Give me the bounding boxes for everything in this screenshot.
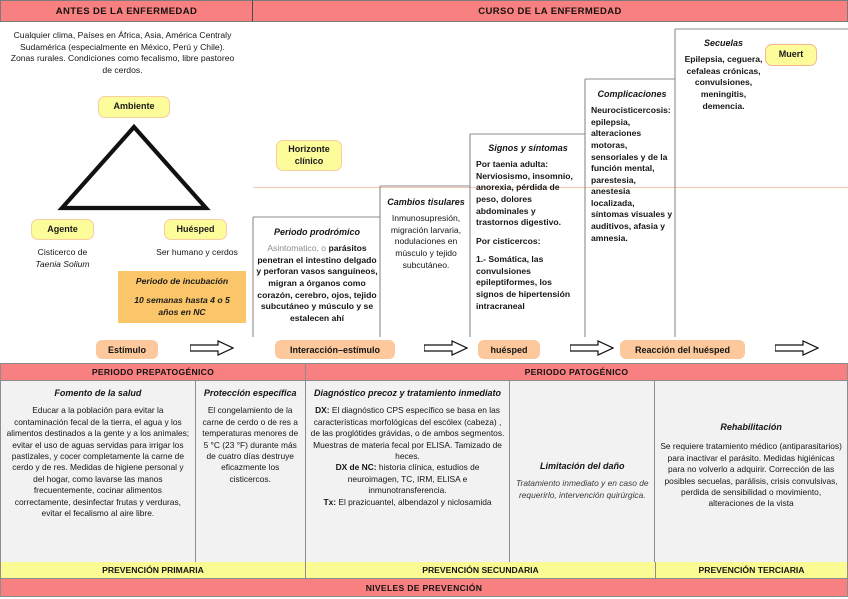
- niveles-de-prevencion-bar: NIVELES DE PREVENCIÓN: [0, 579, 848, 597]
- dxnc-body: historia clínica, estudios de neuroimage…: [347, 462, 480, 496]
- chip-interaccion-estimulo: Interacción–estímulo: [275, 340, 395, 359]
- diagnostico-title: Diagnóstico precoz y tratamiento inmedia…: [314, 388, 502, 398]
- pill-horizonte-clinico: Horizonte clínico: [276, 140, 342, 171]
- chip-reaccion-huesped: Reacción del huésped: [620, 340, 745, 359]
- rehabilitacion-body: Se requiere tratamiento médico (antipara…: [660, 441, 842, 509]
- column-fomento-de-la-salud: Fomento de la salud Educar a la població…: [1, 381, 196, 578]
- proteccion-title: Protección específica: [203, 388, 297, 398]
- rehabilitacion-title: Rehabilitación: [720, 422, 782, 432]
- stage-cambios-tisulares: Cambios tisulares Inmunosupresión, migra…: [384, 196, 468, 271]
- column-limitacion-del-dano: Limitación del daño Tratamiento inmediat…: [510, 381, 656, 578]
- column-diagnostico-precoz: Diagnóstico precoz y tratamiento inmedia…: [306, 381, 511, 578]
- prevention-columns: Fomento de la salud Educar a la població…: [1, 381, 847, 578]
- upper-diagram-area: Cualquier clima, Países en África, Asia,…: [0, 21, 848, 337]
- complications-body: Neurocisticercosis: epilepsia, alteracio…: [591, 105, 673, 243]
- arrow-right-icon-4: [775, 340, 819, 356]
- dx-label: DX:: [315, 405, 330, 416]
- arrow-right-icon-3: [570, 340, 614, 356]
- fomento-title: Fomento de la salud: [54, 388, 142, 398]
- sequelae-title: Secuelas: [703, 38, 744, 48]
- period-patogenico: PERIODO PATOGÉNICO: [306, 364, 847, 380]
- incubation-period-box: Periodo de incubación 10 semanas hasta 4…: [118, 271, 246, 323]
- pill-huesped: Huésped: [164, 219, 227, 240]
- stage-secuelas: Secuelas Epilepsia, ceguera, cefaleas cr…: [681, 37, 766, 112]
- column-proteccion-especifica: Protección específica El congelamiento d…: [196, 381, 306, 578]
- signs-p3: 1.- Somática, las convulsiones epileptif…: [476, 254, 571, 311]
- elisa-text: Muestras de materia fecal por ELISA. Tam…: [313, 439, 502, 461]
- stage-signos-sintomas: Signos y síntomas Por taenia adulta: Ner…: [476, 142, 580, 312]
- arrow-right-icon-2: [424, 340, 468, 356]
- stage-complicaciones: Complicaciones Neurocisticercosis: epile…: [591, 88, 673, 244]
- prodromic-body: parásitos penetran el intestino delgado …: [256, 243, 378, 323]
- dx-body: El diagnóstico CPS específico se basa en…: [310, 405, 505, 439]
- signs-p1: Por taenia adulta: Nerviosismo, insomnio…: [476, 159, 573, 228]
- pill-agente: Agente: [31, 219, 94, 240]
- banner-before-disease: ANTES DE LA ENFERMEDAD: [0, 0, 253, 21]
- epidemiological-triangle-icon: [57, 123, 211, 211]
- environment-description: Cualquier clima, Países en África, Asia,…: [10, 30, 235, 75]
- period-prepatogenico: PERIODO PREPATOGÉNICO: [1, 364, 306, 380]
- clinical-horizon-line: [253, 187, 848, 188]
- proteccion-body: El congelamiento de la carne de cerdo o …: [202, 405, 299, 484]
- levels-of-prevention-table: PERIODO PREPATOGÉNICO PERIODO PATOGÉNICO…: [0, 363, 848, 578]
- chip-huesped: huésped: [478, 340, 540, 359]
- tx-label: Tx:: [323, 496, 337, 507]
- tissue-changes-body: Inmunosupresión, migración larvaria, nod…: [390, 213, 462, 270]
- pill-muerte: Muert: [765, 44, 817, 66]
- host-description: Ser humano y cerdos: [156, 247, 238, 257]
- limitacion-title: Limitación del daño: [540, 460, 625, 471]
- pill-ambiente: Ambiente: [98, 96, 170, 118]
- period-header-row: PERIODO PREPATOGÉNICO PERIODO PATOGÉNICO: [1, 364, 847, 381]
- limitacion-body: Tratamiento inmediato y en caso de reque…: [516, 478, 649, 500]
- signs-p2: Por cisticercos:: [476, 235, 541, 246]
- top-banner: ANTES DE LA ENFERMEDAD CURSO DE LA ENFER…: [0, 0, 848, 22]
- dxnc-label: DX de NC:: [335, 462, 377, 473]
- tissue-changes-title: Cambios tisulares: [387, 197, 465, 207]
- chip-estimulo: Estímulo: [96, 340, 158, 359]
- tx-body: El prazicuantel, albendazol y niclosamid…: [336, 496, 492, 507]
- incubation-title: Periodo de incubación: [135, 276, 229, 287]
- prevention-levels-row: PREVENCIÓN PRIMARIA PREVENCIÓN SECUNDARI…: [0, 562, 848, 579]
- prevention-primaria: PREVENCIÓN PRIMARIA: [1, 562, 306, 578]
- arrow-right-icon-1: [190, 340, 234, 356]
- agent-description: Cisticerco de Taenia Solium: [35, 247, 90, 269]
- stimulus-strip: Estímulo Interacción–estímulo huésped Re…: [0, 337, 848, 363]
- fomento-body: Educar a la población para evitar la con…: [6, 405, 190, 519]
- incubation-text: 10 semanas hasta 4 o 5 años en NC: [134, 294, 230, 318]
- signs-title: Signos y síntomas: [488, 143, 568, 153]
- complications-title: Complicaciones: [597, 89, 667, 99]
- column-rehabilitacion: Rehabilitación Se requiere tratamiento m…: [655, 381, 847, 578]
- prodromic-title: Periodo prodrómico: [273, 227, 360, 237]
- banner-disease-course: CURSO DE LA ENFERMEDAD: [253, 0, 848, 21]
- stage-periodo-prodromico: Periodo prodrómico Asintomatico, o parás…: [256, 226, 378, 324]
- prodromic-lead: Asintomatico, o: [267, 243, 327, 254]
- prevention-secundaria: PREVENCIÓN SECUNDARIA: [306, 562, 656, 578]
- prevention-terciaria: PREVENCIÓN TERCIARIA: [656, 562, 847, 578]
- sequelae-body: Epilepsia, ceguera, cefaleas crónicas, c…: [684, 54, 763, 111]
